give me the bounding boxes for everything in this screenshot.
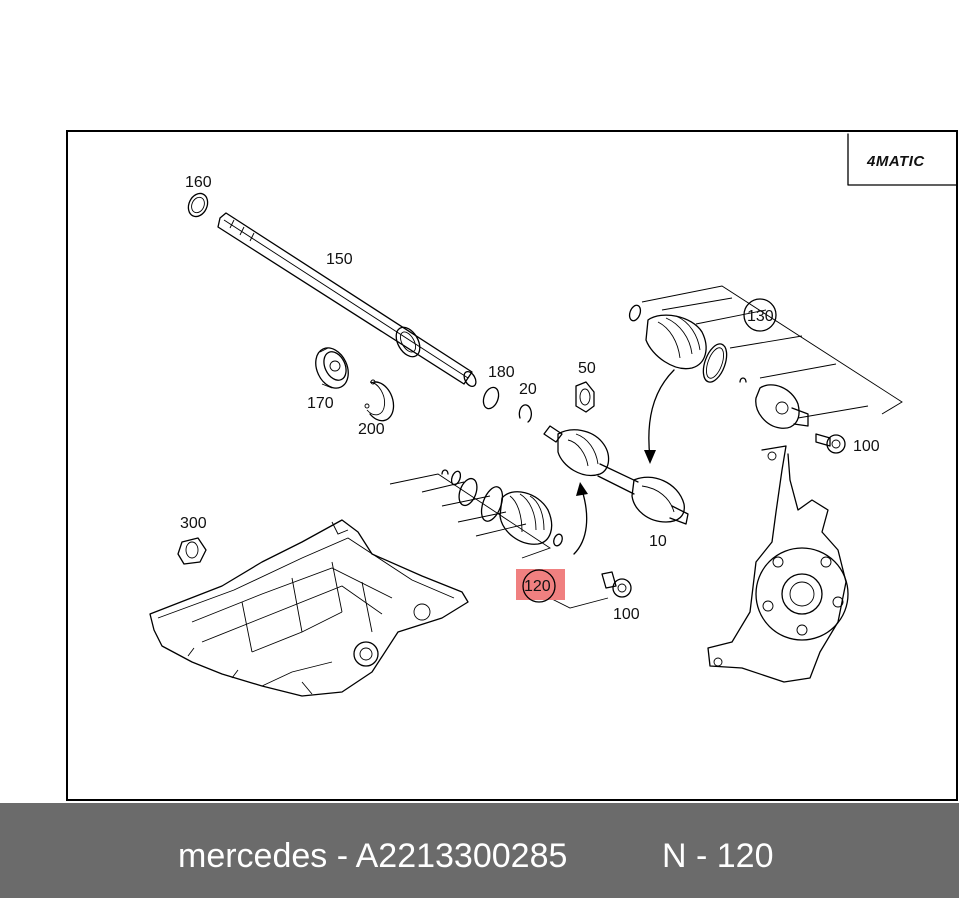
shaft-150 [217, 212, 477, 388]
highlight-120 [516, 569, 565, 600]
bolt-100-lower [601, 571, 632, 598]
label-180: 180 [488, 364, 515, 381]
part-number-text: mercedes - A2213300285 [178, 837, 568, 875]
axle-shaft-10 [543, 425, 689, 525]
4matic-badge-text: 4MATIC [866, 153, 925, 170]
assembly-arrows [573, 369, 675, 555]
washer-50 [575, 381, 595, 413]
label-160: 160 [185, 174, 212, 191]
label-100-upper: 100 [853, 438, 880, 455]
boot-kit-130 [628, 285, 903, 429]
bushing-300 [177, 537, 207, 565]
label-300: 300 [180, 515, 207, 532]
boot-kit-120 [389, 469, 609, 609]
label-150: 150 [326, 251, 353, 268]
diagram-frame: 4MATIC [66, 130, 958, 801]
circlip-20 [518, 404, 532, 423]
callout-circle-120 [522, 569, 556, 603]
bearing-170 [315, 347, 349, 389]
ring-160 [187, 192, 209, 218]
ring-180 [482, 386, 500, 410]
diagram-reference-text: N - 120 [662, 837, 774, 875]
label-130: 130 [747, 308, 774, 325]
bolt-100-upper [815, 433, 846, 454]
label-50: 50 [578, 360, 596, 377]
label-20: 20 [519, 381, 537, 398]
label-170: 170 [307, 395, 334, 412]
label-10: 10 [649, 533, 667, 550]
part-labels: 160 150 170 200 180 20 50 130 100 10 300… [180, 174, 880, 623]
snap-ring-200 [364, 379, 395, 422]
label-200: 200 [358, 421, 385, 438]
wheel-hub [707, 445, 849, 683]
parts-diagram: 4MATIC [149, 133, 956, 697]
label-100-lower: 100 [613, 606, 640, 623]
footer-bar: mercedes - A2213300285 N - 120 [0, 803, 959, 898]
oil-pan-housing [149, 519, 469, 697]
label-120: 120 [524, 578, 551, 595]
4matic-badge: 4MATIC [847, 133, 956, 186]
